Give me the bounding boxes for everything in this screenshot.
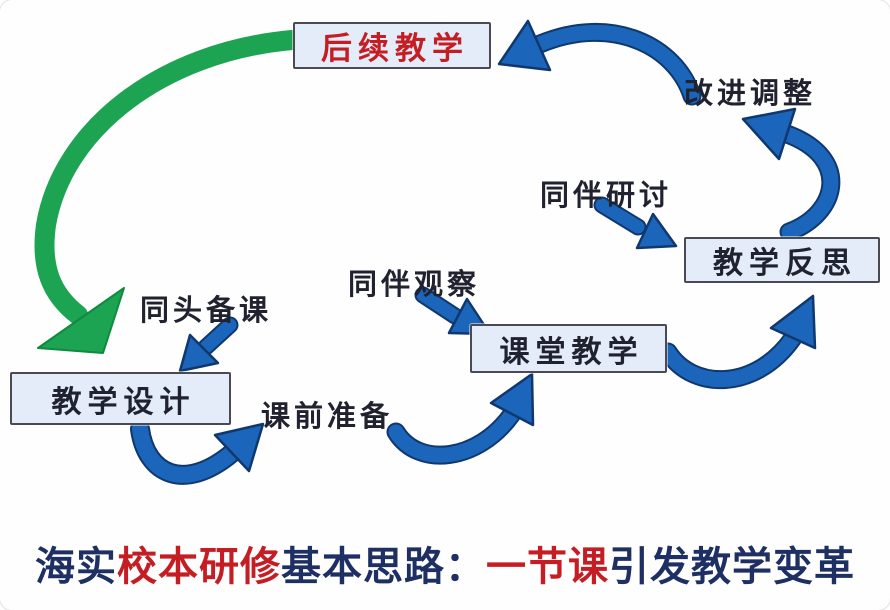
node-followup-teaching: 后续教学 <box>293 22 491 69</box>
arrow-followup-to-design <box>34 30 302 354</box>
node-teaching-design: 教学设计 <box>10 372 231 425</box>
arrow-classroom-to-reflection <box>658 294 817 389</box>
arrow-preparation-to-classroom <box>386 372 535 465</box>
node-teaching-reflection: 教学反思 <box>684 237 880 283</box>
arrow-reflection-to-adjust <box>741 107 841 242</box>
label-peer-observation: 同伴观察 <box>348 269 481 301</box>
caption-highlight-1: 校本研修 <box>117 545 281 589</box>
label-pre-class-preparation: 课前准备 <box>261 401 394 433</box>
arrow-design-to-preparation <box>130 419 265 485</box>
arrow-discussion-to-reflection <box>593 196 678 250</box>
caption-part3: 引发教学变革 <box>609 545 855 589</box>
node-classroom-teaching: 课堂教学 <box>470 324 667 373</box>
caption: 海实校本研修基本思路：一节课引发教学变革 <box>0 534 890 592</box>
label-peer-discussion: 同伴研讨 <box>540 180 673 212</box>
caption-part1: 海实 <box>35 545 117 589</box>
arrow-adjust-to-followup <box>497 19 702 106</box>
arrow-prep-to-design <box>178 316 239 373</box>
caption-part2: 基本思路： <box>281 545 486 589</box>
caption-highlight-2: 一节课 <box>486 545 609 589</box>
label-improve-adjust: 改进调整 <box>684 78 817 110</box>
label-joint-lesson-prep: 同头备课 <box>140 295 273 327</box>
